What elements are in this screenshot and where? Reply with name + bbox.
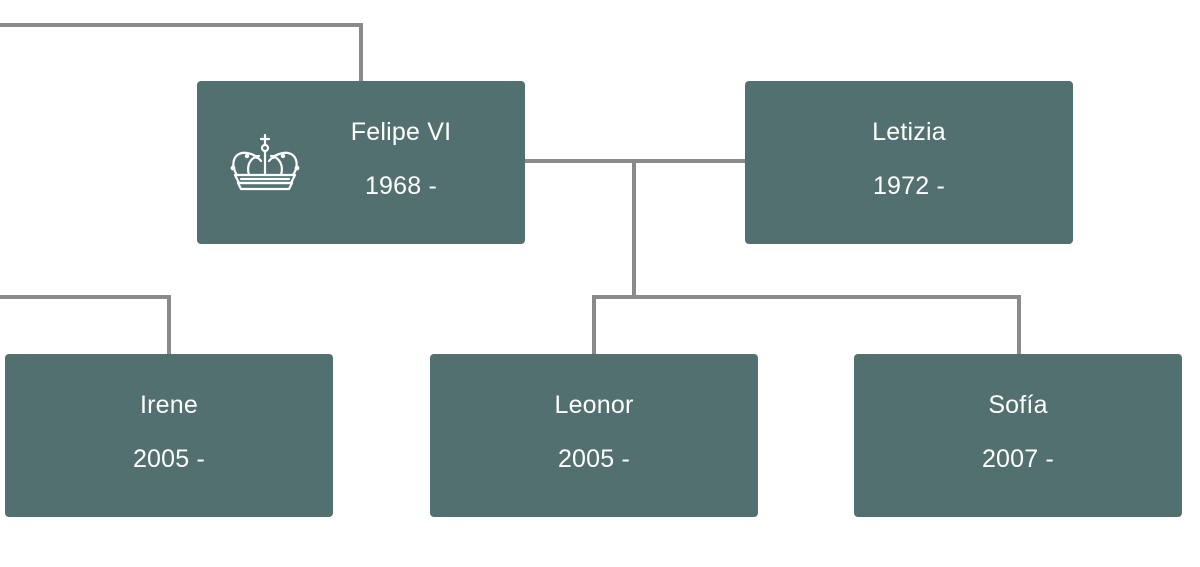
connector-to-irene [0,295,171,354]
node-felipe[interactable]: Felipe VI 1968 - [197,81,525,244]
node-sofia[interactable]: Sofía 2007 - [854,354,1182,517]
node-years: 2007 - [981,445,1055,473]
crown-icon [230,133,300,191]
node-irene[interactable]: Irene 2005 - [5,354,333,517]
node-name: Felipe VI [350,118,452,146]
node-name: Letizia [872,118,946,146]
node-years: 2005 - [132,445,206,473]
connector-children-bar [592,295,1021,354]
node-leonor[interactable]: Leonor 2005 - [430,354,758,517]
node-years: 1972 - [872,172,946,200]
node-name: Leonor [554,391,634,419]
node-name: Irene [140,391,198,419]
connector-parents-to-felipe [0,23,363,81]
node-years: 2005 - [557,445,631,473]
node-years: 1968 - [364,172,438,200]
node-letizia[interactable]: Letizia 1972 - [745,81,1073,244]
node-name: Sofía [988,391,1048,419]
